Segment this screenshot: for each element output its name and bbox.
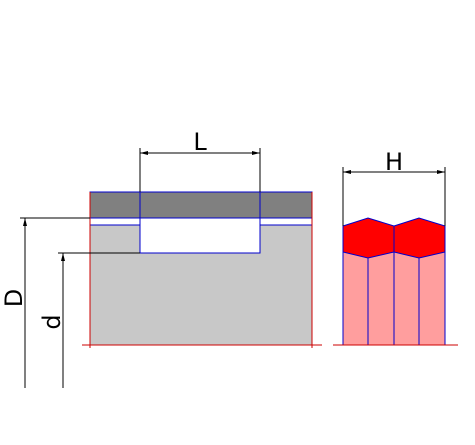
section-view — [82, 191, 322, 348]
dim-l-label: L — [193, 128, 207, 156]
hexagon-right — [393, 217, 446, 259]
arrow-tick-icon — [23, 218, 27, 226]
dim-h-label: H — [385, 148, 403, 176]
arrow-tick-icon — [61, 253, 65, 261]
arrow-tick-icon — [252, 151, 260, 155]
arrow-tick-icon — [343, 170, 351, 174]
dim-d-outer-label: D — [0, 289, 28, 307]
dimension-length: L — [139, 128, 261, 192]
hexagon-left — [342, 217, 395, 259]
arrow-tick-icon — [437, 170, 445, 174]
dimension-outer-diameter: D — [0, 217, 90, 388]
arrow-tick-icon — [140, 151, 148, 155]
dimension-height: H — [342, 148, 446, 226]
section-recess — [139, 217, 261, 254]
hex-view — [333, 217, 458, 346]
section-top-band — [89, 191, 313, 219]
dimension-inner-diameter: d — [38, 252, 140, 388]
dim-d-inner-label: d — [38, 314, 66, 329]
